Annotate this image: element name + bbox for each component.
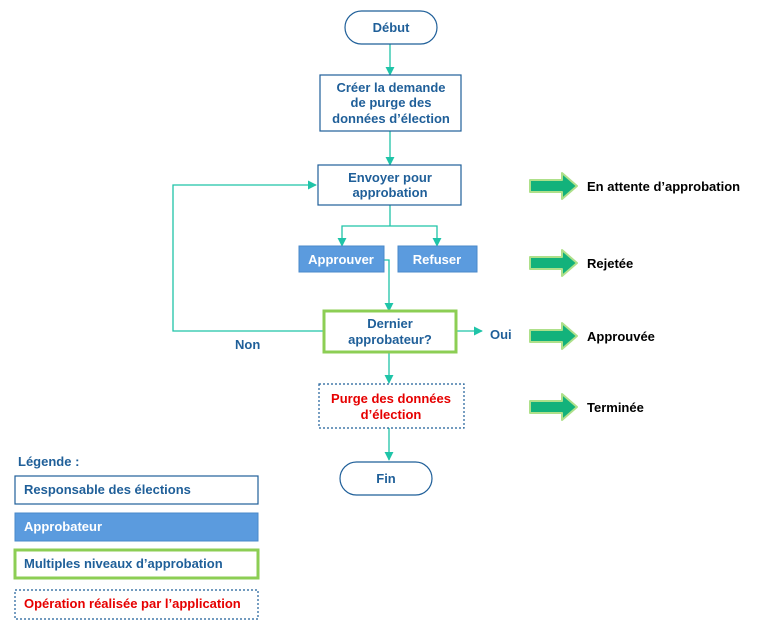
edge-split-approve bbox=[337, 225, 390, 247]
create-label-line3: données d’élection bbox=[332, 111, 450, 126]
legend-title: Légende : bbox=[18, 454, 79, 469]
legend-item-app-operation: Opération réalisée par l’application bbox=[14, 589, 259, 620]
approve-label: Approuver bbox=[308, 252, 374, 267]
edge-split-refuse bbox=[390, 225, 442, 247]
legend-label-election-manager: Responsable des élections bbox=[24, 482, 191, 497]
status-arrow-icon bbox=[529, 322, 578, 350]
status-pending: En attente d’approbation bbox=[529, 172, 740, 200]
purge-label-line1: Purge des données bbox=[331, 391, 451, 406]
start-label: Début bbox=[373, 20, 411, 35]
edge-label-no: Non bbox=[235, 337, 260, 352]
status-label-pending: En attente d’approbation bbox=[587, 179, 740, 194]
refuse-label: Refuser bbox=[413, 252, 461, 267]
legend-item-election-manager: Responsable des élections bbox=[14, 475, 259, 505]
status-arrow-icon bbox=[529, 172, 578, 200]
edge-label-yes: Oui bbox=[490, 327, 512, 342]
legend-item-approver: Approbateur bbox=[14, 512, 259, 542]
connectors bbox=[172, 44, 483, 461]
send-for-approval-node: Envoyer pour approbation bbox=[317, 164, 462, 206]
create-label-line2: de purge des bbox=[351, 95, 432, 110]
create-request-node: Créer la demande de purge des données d’… bbox=[319, 74, 462, 132]
status-arrow-icon bbox=[529, 249, 578, 277]
last-approver-line2: approbateur? bbox=[348, 332, 432, 347]
status-label-approved: Approuvée bbox=[587, 329, 655, 344]
status-label-rejected: Rejetée bbox=[587, 256, 633, 271]
edge-approve-last bbox=[384, 259, 394, 312]
send-label-line1: Envoyer pour bbox=[348, 170, 432, 185]
approve-node: Approuver bbox=[298, 245, 385, 273]
legend-label-approver: Approbateur bbox=[24, 519, 102, 534]
purge-label-line2: d’élection bbox=[361, 407, 422, 422]
status-rejected: Rejetée bbox=[529, 249, 633, 277]
legend-label-multi-level: Multiples niveaux d’approbation bbox=[24, 556, 223, 571]
legend-label-app-operation: Opération réalisée par l’application bbox=[24, 596, 241, 611]
purge-node: Purge des données d’élection bbox=[318, 383, 465, 429]
create-label-line1: Créer la demande bbox=[336, 80, 445, 95]
legend: Légende : Responsable des élections Appr… bbox=[13, 454, 260, 620]
status-label-completed: Terminée bbox=[587, 400, 644, 415]
start-node: Début bbox=[344, 10, 438, 45]
end-label: Fin bbox=[376, 471, 396, 486]
status-completed: Terminée bbox=[529, 393, 644, 421]
send-label-line2: approbation bbox=[352, 185, 427, 200]
end-node: Fin bbox=[339, 461, 433, 496]
status-approved: Approuvée bbox=[529, 322, 655, 350]
last-approver-line1: Dernier bbox=[367, 316, 413, 331]
edge-no-loop bbox=[172, 180, 324, 332]
legend-item-multi-level: Multiples niveaux d’approbation bbox=[13, 548, 260, 580]
status-arrow-icon bbox=[529, 393, 578, 421]
last-approver-node: Dernier approbateur? bbox=[322, 309, 458, 354]
refuse-node: Refuser bbox=[397, 245, 478, 273]
